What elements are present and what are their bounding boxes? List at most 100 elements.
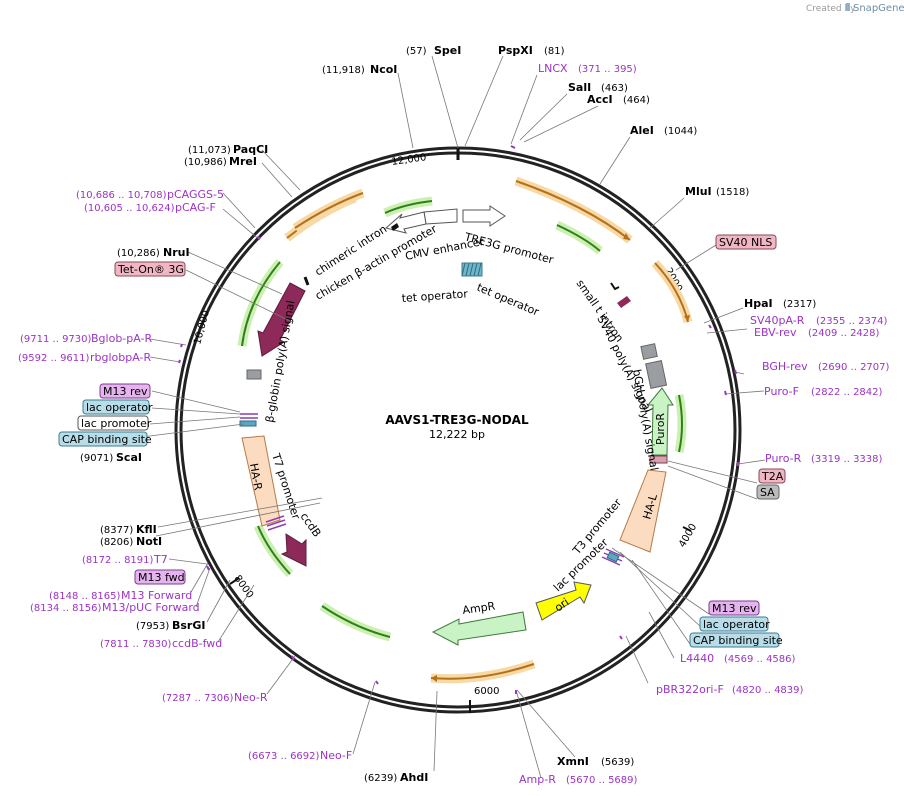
site-paqci-pos: (11,073) [188,145,231,156]
feat-puror: PuroR [654,413,667,445]
primer-pcagf-range: (10,605 .. 10,624) [84,203,175,214]
primer-neor-name: Neo-R [234,691,268,704]
site-spei-name: SpeI [434,44,461,57]
boxed-labels: SV40 NLS Tet-On® 3G T2A SA M13 rev lac o… [58,234,786,648]
box-m13-rev-right: M13 rev [712,602,757,615]
credit-created-by: Created by [806,4,856,14]
green-arc-6 [319,602,392,642]
credit-brand: SnapGene [853,3,904,14]
box-lac-op-right: lac operator [703,618,770,631]
chimeric-marker [391,223,399,231]
box-sv40-nls: SV40 NLS [719,236,772,249]
tick-12000: 12,000 [391,152,427,168]
box-t2a: T2A [761,470,784,483]
box-tet-on: Tet-On® 3G [117,263,184,276]
ori-arrow [535,581,592,621]
small-t-bar [617,296,631,308]
box-m13-fwd: M13 fwd [138,571,185,584]
lac-small-box [606,551,620,563]
box-lac-prom-left: lac promoter [81,417,152,430]
site-mrei-name: MreI [229,155,257,168]
primer-ampr-range: (5670 .. 5689) [566,775,638,786]
feat-tet-op-2: tet operator [475,281,541,319]
primer-ampr-name: Amp-R [519,773,556,786]
primer-pbr-name: pBR322ori-F [656,683,724,696]
primer-purof-range: (2822 .. 2842) [811,387,883,398]
site-bsrgi-name: BsrGI [172,619,205,632]
site-scai-pos: (9071) [80,453,113,464]
primer-l4440-range: (4569 .. 4586) [724,654,796,665]
primer-bgh-name: BGH-rev [762,360,808,373]
site-scai-name: ScaI [116,451,142,464]
primer-rbglob-range: (9592 .. 9611) [18,353,90,364]
primer-bglob-range: (9711 .. 9730) [20,334,92,345]
outer-orange-features [284,176,693,684]
primer-ccdb-name: ccdB-fwd [172,637,222,650]
site-ahdi-pos: (6239) [364,773,397,784]
site-alei-name: AleI [630,124,654,137]
site-noti-name: NotI [136,535,162,548]
primer-purof-name: Puro-F [764,385,799,398]
har-box [241,435,281,527]
green-features [237,196,687,642]
box-sa: SA [760,486,775,499]
primer-sv40pa-name: SV40pA-R [750,314,805,327]
primer-marks [178,145,739,694]
plasmid-name: AAVS1-TRE3G-NODAL [385,413,529,427]
site-paqci-name: PaqCI [233,143,268,156]
site-mlui-pos: (1518) [716,187,749,198]
t2a-stripe [649,455,668,464]
primer-m13fwd-range: (8148 .. 8165) [49,591,121,602]
site-hpai-pos: (2317) [783,299,816,310]
box-lac-op-left: lac operator [86,401,153,414]
ampr-arrow [431,611,527,646]
site-mlui-name: MluI [685,185,712,198]
primer-neor-range: (7287 .. 7306) [162,693,234,704]
primer-ccdb-range: (7811 .. 7830) [100,639,172,650]
site-nrui-name: NruI [163,246,190,259]
tick-6000: 6000 [474,686,499,697]
box-m13-rev-left: M13 rev [103,385,148,398]
site-labels: (57) SpeI PspXI (81) (11,918) NcoI SalI … [80,44,816,784]
site-kfli-name: KflI [136,523,157,536]
inner-features [239,205,674,646]
site-sali-pos: (463) [601,83,628,94]
primer-l4440-name: L4440 [680,652,714,665]
site-bsrgi-pos: (7953) [136,621,169,632]
arrowhead-orange-2 [684,315,690,322]
site-spei-pos: (57) [406,46,427,57]
site-acci-name: AccI [587,93,613,106]
green-arc-5 [253,524,294,578]
site-nrui-pos: (10,286) [117,248,160,259]
bglobin-box [246,369,262,380]
magenta-arrow-left [257,282,306,357]
site-mrei-pos: (10,986) [184,157,227,168]
primer-pcagf-name: pCAG-F [175,201,216,214]
primer-bgh-range: (2690 .. 2707) [818,362,890,373]
tre3g-arrow [462,205,506,227]
feat-ampr: AmpR [462,599,497,616]
plasmid-length: 12,222 bp [429,428,485,441]
site-hpai-name: HpaI [744,297,773,310]
feat-har: HA-R [247,462,265,491]
bgh-box [645,360,668,389]
sv40pa-box [640,343,658,360]
snapgene-credit: Created by SnapGene [806,3,904,14]
cmv-box [423,208,458,225]
small-t-marker [610,282,620,291]
orange-arc-5-line [294,192,364,229]
primer-pcaggs5-range: (10,686 .. 10,708) [76,190,167,201]
chimeric-left-marker [303,276,310,286]
primer-puror-name: Puro-R [765,452,802,465]
primer-lncx-name: LNCX [538,62,568,75]
primer-rbglob-name: rbglobpA-R [90,351,151,364]
arrowhead-orange-3 [431,675,437,682]
site-xmni-name: XmnI [557,755,589,768]
orange-arc-3-line [430,663,535,680]
tick-4000: 4000 [677,522,699,550]
site-alei-pos: (1044) [664,126,697,137]
primer-labels: LNCX (371 .. 395) (10,686 .. 10,708) pCA… [18,62,890,786]
box-cap-right: CAP binding site [693,634,783,647]
primer-t7-range: (8172 .. 8191) [82,555,154,566]
arrowhead-orange-1 [623,233,630,240]
